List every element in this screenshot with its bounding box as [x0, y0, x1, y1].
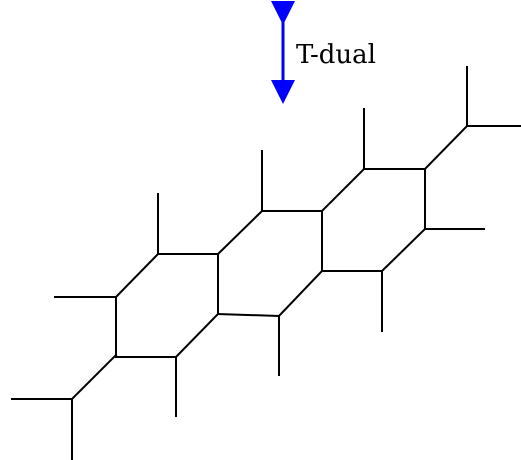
lower-left-terminal [11, 353, 118, 460]
t-dual-label: T-dual [296, 40, 376, 70]
diagonal-leg [423, 124, 469, 171]
hexagon-3 [320, 108, 485, 332]
upper-right-terminal [423, 66, 521, 171]
hexagon-1 [54, 193, 219, 417]
diagonal-leg [70, 353, 118, 401]
web-lines [11, 66, 521, 460]
hexagon-2 [216, 150, 323, 376]
